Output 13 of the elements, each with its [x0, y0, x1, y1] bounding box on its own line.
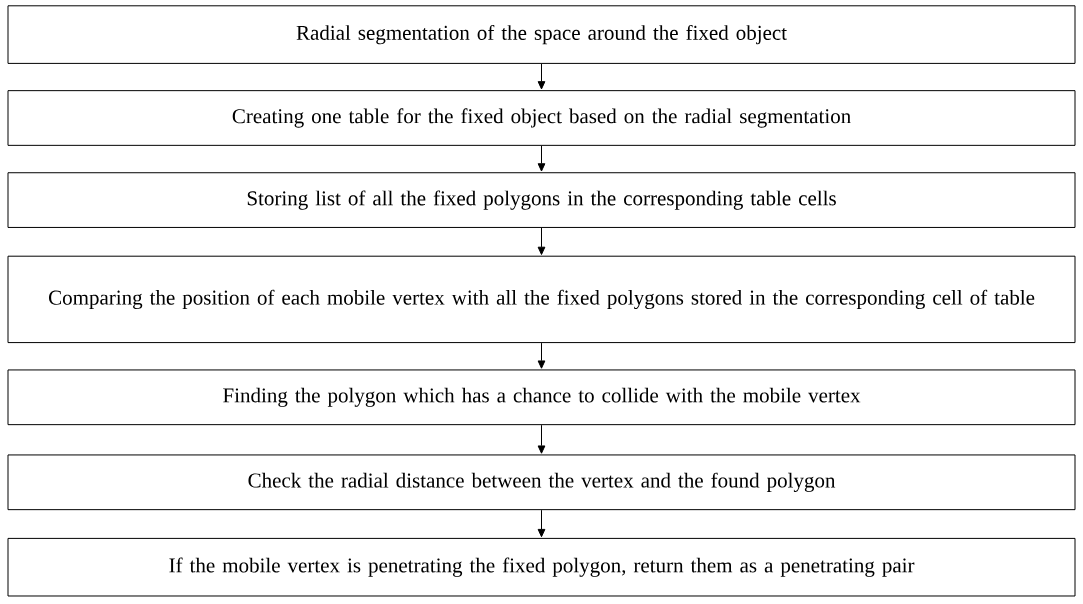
- process-box: If the mobile vertex is penetrating the fixed polygon, return them as a penetrating pair: [7, 537, 1076, 597]
- process-box: Radial segmentation of the space around the fixed object: [7, 5, 1076, 64]
- arrow: [537, 424, 546, 454]
- arrow: [537, 63, 546, 90]
- process-box: Creating one table for the fixed object based on the radial segmentation: [7, 90, 1076, 146]
- arrow: [537, 342, 546, 369]
- arrow: [537, 145, 546, 172]
- arrow: [537, 509, 546, 538]
- process-box: Finding the polygon which has a chance to collide with the mobile vertex: [7, 369, 1076, 426]
- process-box: Check the radial distance between the vertex and the found polygon: [7, 454, 1076, 511]
- arrow: [537, 227, 546, 255]
- process-box: Storing list of all the fixed polygons in the corresponding table cells: [7, 172, 1076, 228]
- process-box: Comparing the position of each mobile vertex with all the fixed polygons stored in the corresponding cell of table: [7, 255, 1076, 344]
